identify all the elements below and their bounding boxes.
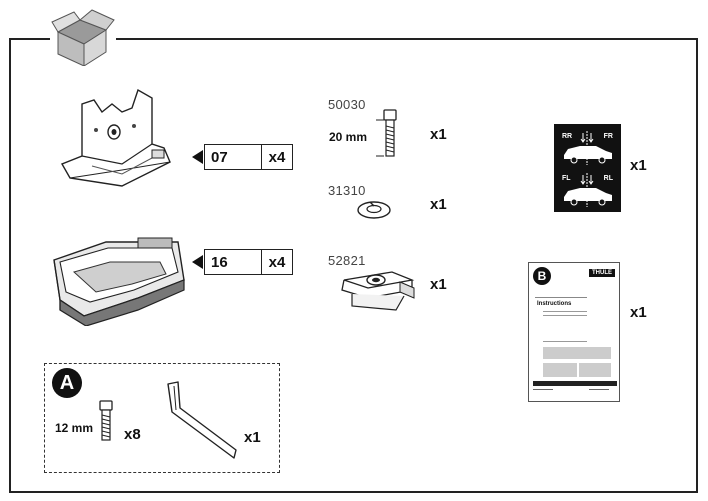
sticker-label: RR <box>560 132 575 141</box>
part-number: 52821 <box>328 253 366 268</box>
part-tag-foot-pad: 16 x4 <box>204 249 293 275</box>
position-sticker: RR FR FL RL <box>554 124 621 212</box>
divider <box>535 297 587 298</box>
text-block <box>543 363 577 377</box>
text-block <box>543 347 611 359</box>
instruction-manual: B THULE Instructions <box>528 262 620 402</box>
bolt-icon <box>376 109 397 157</box>
screw-dimension: 20 mm <box>329 130 368 144</box>
part-number: 31310 <box>328 183 366 198</box>
part-code: 16 <box>205 250 262 274</box>
bolt-icon <box>99 400 113 441</box>
text-block <box>579 363 611 377</box>
parts-frame <box>9 38 698 493</box>
kit-a-box <box>44 363 280 473</box>
foot-pad-illustration <box>53 237 185 326</box>
sticker-label: RL <box>601 174 615 183</box>
allen-key-count: x1 <box>244 429 261 446</box>
divider <box>543 341 587 342</box>
sticker-label: FL <box>560 174 573 183</box>
divider <box>533 389 553 390</box>
footer-bar <box>533 381 617 386</box>
kit-a-badge: A <box>52 368 82 398</box>
brand-logo: THULE <box>589 269 615 277</box>
screw-count: x8 <box>124 426 141 443</box>
pointer-arrow <box>192 150 203 164</box>
sticker-count: x1 <box>630 157 647 174</box>
divider <box>589 389 609 390</box>
manual-title: Instructions <box>537 301 572 307</box>
sticker-rear: RR FR <box>558 129 617 167</box>
allen-key-icon <box>167 381 237 459</box>
sticker-front: FL RL <box>558 171 617 209</box>
foot-bracket-illustration <box>60 88 171 187</box>
washer-count: x1 <box>430 196 447 213</box>
clip-nut-count: x1 <box>430 276 447 293</box>
divider <box>543 311 587 312</box>
part-count: x4 <box>268 148 286 166</box>
box-icon <box>50 9 116 66</box>
part-code: 07 <box>205 145 262 169</box>
manual-badge: B <box>533 267 551 285</box>
washer-icon <box>357 201 391 219</box>
divider <box>543 315 587 316</box>
manual-count: x1 <box>630 304 647 321</box>
clip-nut-icon <box>341 271 415 311</box>
part-number: 50030 <box>328 97 366 112</box>
pointer-arrow <box>192 255 203 269</box>
screw-count: x1 <box>430 126 447 143</box>
part-tag-foot: 07 x4 <box>204 144 293 170</box>
sticker-label: FR <box>601 132 615 141</box>
screw-dimension: 12 mm <box>55 421 94 435</box>
part-count: x4 <box>268 253 286 271</box>
